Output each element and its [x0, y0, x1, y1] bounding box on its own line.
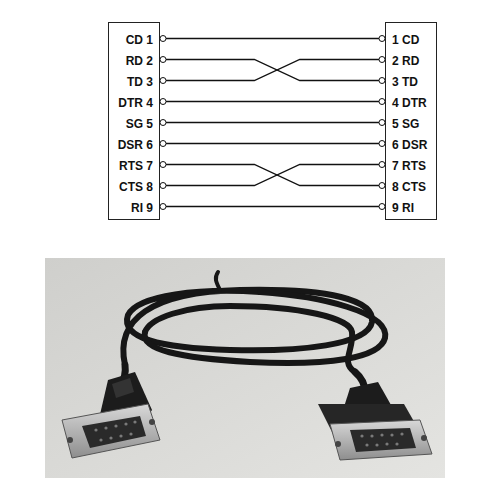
- pin-circle: [160, 99, 166, 105]
- pin-label: CTS 8: [119, 177, 153, 198]
- pin-label: RI 9: [131, 198, 153, 219]
- pin-label: RD 2: [126, 51, 153, 72]
- pin-row: 2 RD: [386, 49, 436, 70]
- pin-label: DTR 4: [118, 93, 153, 114]
- pin-circle: [160, 204, 166, 210]
- pin-circle: [160, 141, 166, 147]
- wire: [166, 165, 379, 186]
- pin-row: 7 RTS: [386, 154, 436, 175]
- pin-label: TD 3: [127, 72, 153, 93]
- pin-row: 4 DTR: [386, 91, 436, 112]
- wire: [166, 60, 379, 81]
- pin-label: DSR 6: [118, 135, 153, 156]
- pin-label: 5 SG: [392, 114, 419, 135]
- wire: [166, 206, 379, 207]
- wire: [166, 143, 379, 144]
- pin-row: DSR 6: [109, 133, 159, 154]
- pin-row: 8 CTS: [386, 175, 436, 196]
- connector-box: 1 CD2 RD3 TD4 DTR5 SG6 DSR7 RTS8 CTS9 RI: [385, 22, 437, 220]
- pin-label: 8 CTS: [392, 177, 426, 198]
- pin-circle: [160, 78, 166, 84]
- pin-circle: [160, 183, 166, 189]
- photo-ground: [45, 258, 445, 478]
- pin-row: CTS 8: [109, 175, 159, 196]
- pin-row: 5 SG: [386, 112, 436, 133]
- right-connector: [318, 382, 432, 460]
- pin-row: 9 RI: [386, 196, 436, 217]
- wire: [166, 38, 379, 39]
- wire: [166, 60, 379, 81]
- pin-label: RTS 7: [119, 156, 153, 177]
- pin-circle: [160, 120, 166, 126]
- pin-row: CD 1: [109, 28, 159, 49]
- pin-circle: [160, 36, 166, 42]
- pin-row: 1 CD: [386, 28, 436, 49]
- pin-circle: [160, 57, 166, 63]
- left-connector: [62, 372, 160, 458]
- pin-label: 4 DTR: [392, 93, 427, 114]
- pin-row: RD 2: [109, 49, 159, 70]
- pin-row: 6 DSR: [386, 133, 436, 154]
- pin-label: SG 5: [126, 114, 153, 135]
- pin-label: 3 TD: [392, 72, 418, 93]
- connector-box: CD 1RD 2TD 3DTR 4SG 5DSR 6RTS 7CTS 8RI 9: [108, 22, 160, 220]
- pin-label: 7 RTS: [392, 156, 426, 177]
- wire: [166, 122, 379, 123]
- pin-row: RTS 7: [109, 154, 159, 175]
- pin-label: CD 1: [126, 30, 153, 51]
- pin-label: 1 CD: [392, 30, 419, 51]
- pin-label: 2 RD: [392, 51, 419, 72]
- wire: [166, 101, 379, 102]
- pin-label: 6 DSR: [392, 135, 427, 156]
- pin-row: DTR 4: [109, 91, 159, 112]
- wire: [166, 165, 379, 186]
- pin-label: 9 RI: [392, 198, 414, 219]
- pin-circle: [160, 162, 166, 168]
- pin-row: SG 5: [109, 112, 159, 133]
- pin-row: 3 TD: [386, 70, 436, 91]
- cable-coil: [120, 272, 385, 392]
- pin-row: RI 9: [109, 196, 159, 217]
- pin-row: TD 3: [109, 70, 159, 91]
